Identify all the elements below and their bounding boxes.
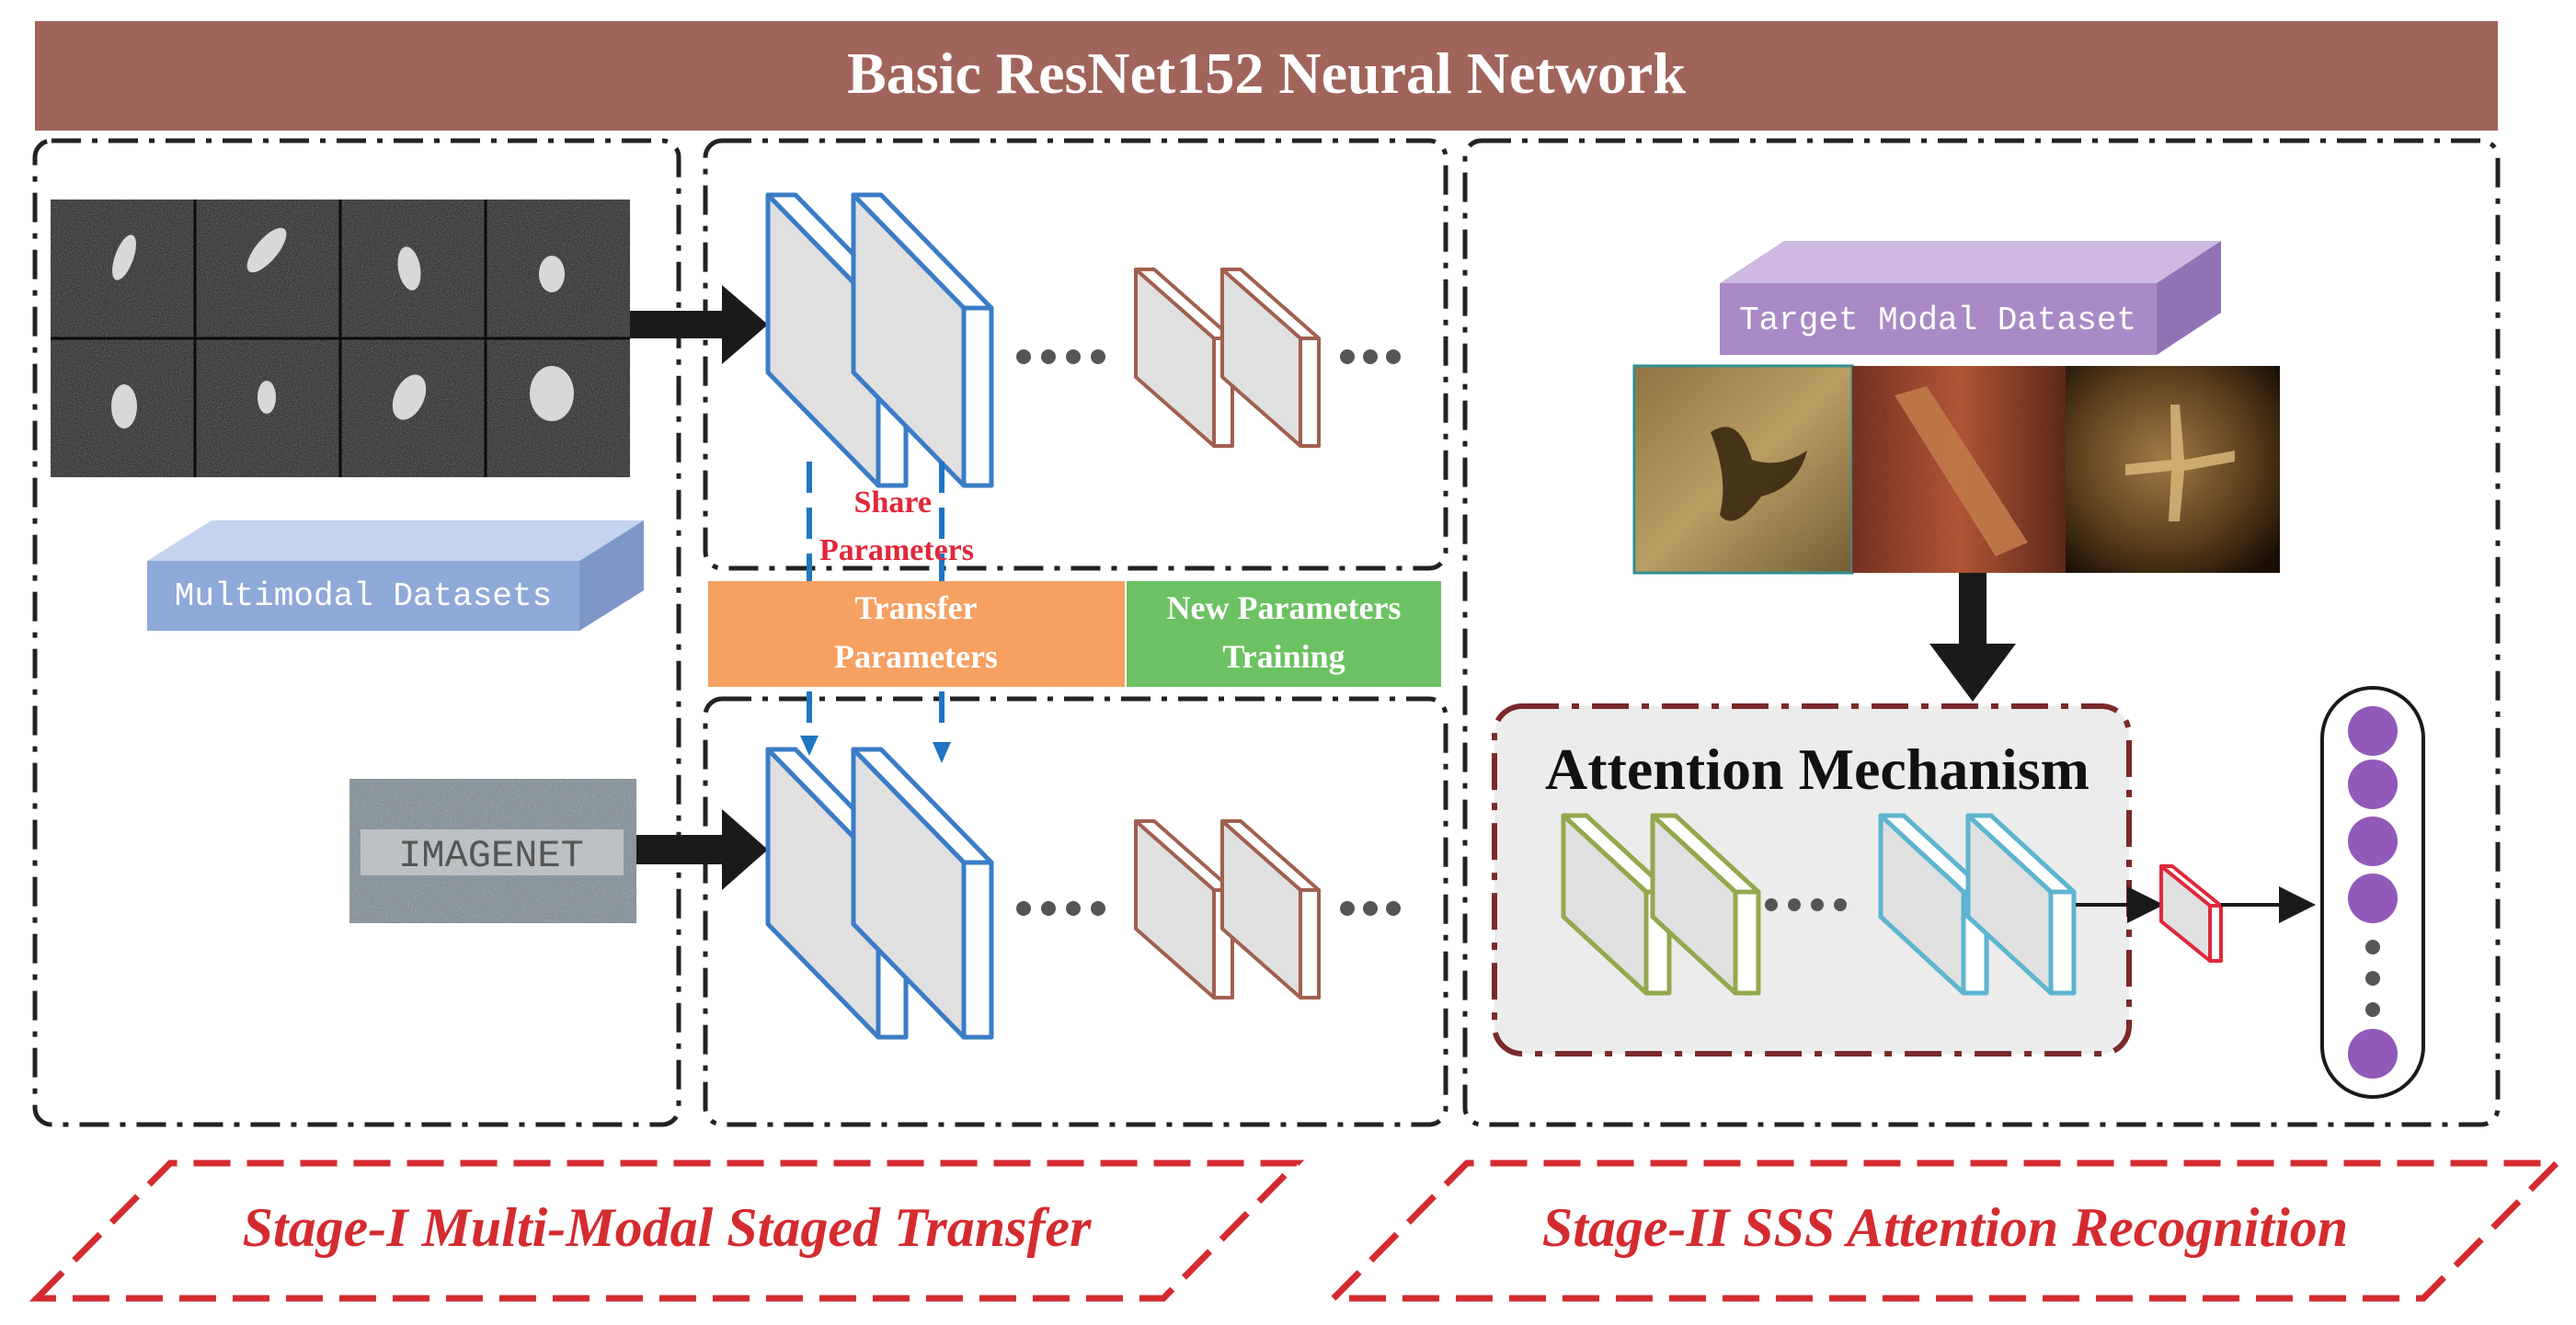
frame-network-top [703,138,1448,571]
arrow-bottom-input [636,809,768,890]
imagenet-image: IMAGENET [349,779,636,923]
input-arrows [630,285,768,890]
bottom-dots-1 [1016,901,1105,916]
multimodal-datasets-label: Multimodal Datasets [175,577,552,615]
target-dataset-box: Target Modal Dataset [1720,241,2221,355]
multimodal-image-grid [51,200,630,477]
frame-multimodal [32,138,681,1127]
output-layer [2320,686,2425,1099]
top-brown-layer-1 [1134,268,1234,448]
stage-1-label: Stage-I Multi-Modal Staged Transfer [243,1197,1093,1258]
top-dots-1 [1016,349,1105,364]
header-title: Basic ResNet152 Neural Network [847,40,1686,106]
top-blue-layer-2 [851,192,994,488]
multimodal-datasets-box: Multimodal Datasets [147,520,644,631]
target-sonar-images [1632,364,2280,575]
frame-stage2 [1462,138,2501,1127]
output-nodes [2348,706,2398,1079]
bottom-dots-2 [1340,901,1401,916]
share-parameters-label: Share Parameters [819,485,974,567]
green-layer-2 [1650,813,1761,996]
top-dots-2 [1340,349,1401,364]
bottom-brown-layer-1 [1134,819,1234,999]
imagenet-logo-text: IMAGENET [398,834,584,878]
attention-title: Attention Mechanism [1545,737,2089,802]
new-line-1: New Parameters [1167,589,1402,626]
new-parameters-bar: New Parameters Training [1127,581,1441,687]
arrow-top-input [630,285,768,364]
share-arrow-right [933,742,951,763]
attention-dots [1765,898,1847,911]
stage-1-banner: Stage-I Multi-Modal Staged Transfer [29,1159,1305,1302]
target-dataset-label: Target Modal Dataset [1739,302,2136,339]
transfer-parameters-bar: Transfer Parameters [708,581,1125,687]
arrow-into-attention [1929,573,2016,702]
frame-network-bottom [703,696,1448,1127]
stage-2-label: Stage-II SSS Attention Recognition [1542,1197,2348,1258]
bottom-blue-layer-2 [851,747,994,1040]
bottom-brown-layer-2 [1220,819,1321,999]
share-parameters-text-line-2: Parameters [819,533,974,567]
stage-2-banner: Stage-II SSS Attention Recognition [1325,1159,2565,1302]
share-parameters-connector [800,462,951,763]
transfer-line-1: Transfer [854,589,977,626]
top-network [765,192,1401,488]
share-parameters-text: Share [854,485,932,520]
top-brown-layer-2 [1220,268,1321,448]
cyan-layer-2 [1965,813,2077,996]
header-bar [35,21,2498,131]
output-ellipsis [2365,940,2380,1017]
new-line-2: Training [1222,638,1345,675]
red-layer [2159,864,2223,963]
transfer-line-2: Parameters [834,638,998,675]
share-arrow-left [800,736,819,756]
bottom-network [765,747,1401,1040]
